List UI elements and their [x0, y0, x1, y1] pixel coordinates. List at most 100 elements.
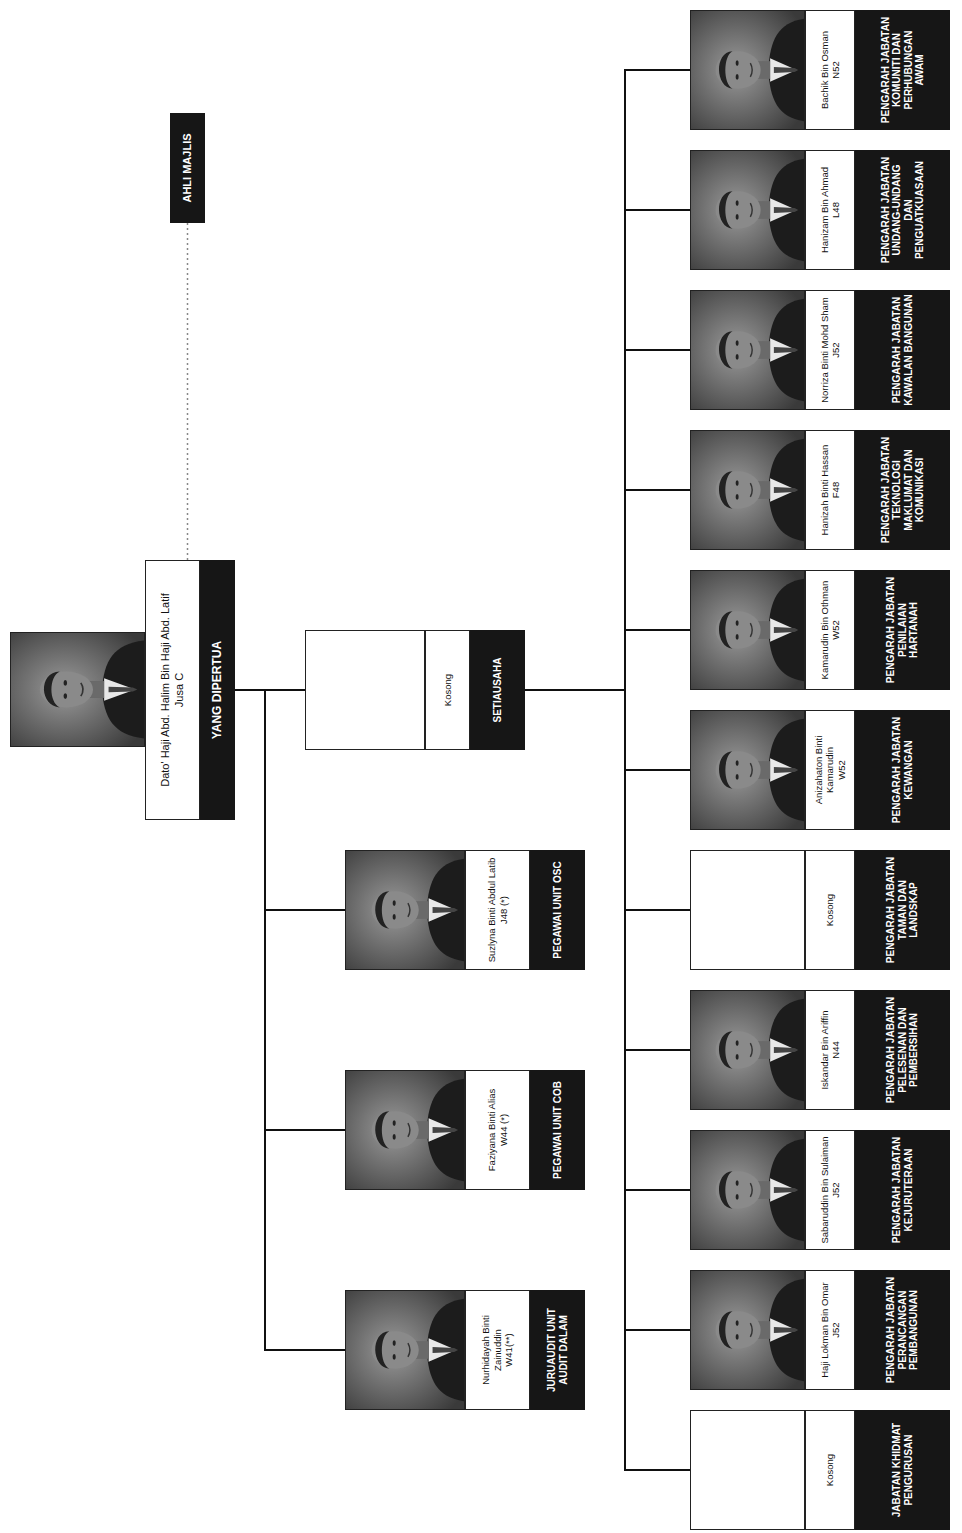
portrait-photo — [346, 1071, 464, 1189]
position-title-band: JABATAN KHIDMAT PENGURUSAN — [855, 1410, 950, 1530]
grade-code: W44 (*) — [498, 1114, 509, 1146]
grade-code: J52 — [830, 1322, 841, 1337]
name-box: Anizahaton Binti KamarudinW52 — [805, 710, 855, 830]
position-title-band: PENGARAH JABATAN KAWALAN BANGUNAN — [855, 290, 950, 410]
portrait-photo — [346, 851, 464, 969]
position-title-band: PENGARAH JABATAN KEJURUTERAAN — [855, 1130, 950, 1250]
position-title-band: PENGARAH JABATAN KEWANGAN — [855, 710, 950, 830]
portrait-photo — [691, 991, 804, 1109]
officer-name: Kosong — [824, 894, 835, 926]
position-title-band: JURUAUDIT UNIT AUDIT DALAM — [530, 1290, 585, 1410]
position-title: PENGARAH JABATAN KEWANGAN — [891, 714, 914, 826]
position-title-band: PENGARAH JABATAN PERANCANGAN PEMBANGUNAN — [855, 1270, 950, 1390]
council-band: AHLI MAJLIS — [170, 113, 205, 223]
hierarchy-connector — [525, 690, 690, 1470]
position-title: SETIAUSAHA — [492, 658, 504, 723]
position-title: PENGARAH JABATAN TAMAN DAN LANDSKAP — [885, 854, 920, 966]
officer-card: Kamarudin Bin OthmanW52PENGARAH JABATAN … — [690, 570, 950, 690]
hierarchy-connector — [235, 690, 345, 1130]
hierarchy-connector — [525, 70, 690, 690]
name-box: Iskandar Bin AriffinN44 — [805, 990, 855, 1110]
hierarchy-connector — [525, 690, 690, 1050]
officer-name: Norriza Binti Mohd Sham — [819, 297, 830, 403]
officer-card: Hanizah Binti HassanF48 PENGARAH JABATAN … — [690, 430, 950, 550]
position-title-band: PENGARAH JABATAN TEKNOLOGI MAKLUMAT DAN … — [855, 430, 950, 550]
portrait-frame — [690, 150, 805, 270]
name-box: Kosong — [805, 850, 855, 970]
position-title-band: YANG DIPERTUA — [200, 560, 235, 820]
position-title: PENGARAH JABATAN PELESENAN DAN PEMBERSIH… — [885, 994, 920, 1106]
hierarchy-connector — [525, 690, 690, 770]
empty-portrait-frame — [690, 850, 805, 970]
position-title: JURUAUDIT UNIT AUDIT DALAM — [546, 1294, 569, 1406]
officer-card: Nurhidayah Binti ZainuddinW41(**) JURUAUD… — [345, 1290, 585, 1410]
hierarchy-connector — [525, 630, 690, 690]
name-box: Suzlyna Binti Abdul LatibJ48 (*) — [465, 850, 530, 970]
grade-code: W52 — [836, 760, 847, 780]
position-title: YANG DIPERTUA — [211, 641, 225, 739]
empty-portrait-frame — [305, 630, 425, 750]
officer-name: Kosong — [442, 674, 453, 706]
officer-card: Iskandar Bin AriffinN44 PENGARAH JABATAN … — [690, 990, 950, 1110]
officer-name: Hanizah Binti Hassan — [819, 445, 830, 536]
grade-code: Jusa C — [173, 673, 186, 707]
officer-card: Bachik Bin OsmanN52 PENGARAH JABATAN KOMU… — [690, 10, 950, 130]
name-box: Bachik Bin OsmanN52 — [805, 10, 855, 130]
officer-card: Haji Lokman Bin OmarJ52 PENGARAH JABATAN … — [690, 1270, 950, 1390]
portrait-frame — [10, 633, 145, 748]
name-box: Hanizah Binti HassanF48 — [805, 430, 855, 550]
position-title: PENGARAH JABATAN TEKNOLOGI MAKLUMAT DAN … — [880, 434, 926, 546]
officer-name: Bachik Bin Osman — [819, 31, 830, 109]
position-title: PENGARAH JABATAN KOMUNITI DAN PERHUBUNGA… — [880, 14, 926, 126]
hierarchy-connector — [235, 689, 305, 691]
portrait-frame — [690, 1270, 805, 1390]
position-title: PENGARAH JABATAN KEJURUTERAAN — [891, 1134, 914, 1246]
officer-name: Hanizam Bin Ahmad — [819, 167, 830, 253]
grade-code: W41(**) — [503, 1333, 514, 1366]
hierarchy-connector — [235, 690, 345, 1350]
portrait-photo — [691, 11, 804, 129]
portrait-photo — [691, 1131, 804, 1249]
portrait-frame — [690, 570, 805, 690]
officer-card: Sabaruddin Bin SulaimanJ52 PENGARAH JABAT… — [690, 1130, 950, 1250]
portrait-photo — [11, 634, 144, 747]
grade-code: N52 — [830, 61, 841, 78]
portrait-frame — [345, 1070, 465, 1190]
name-box: Hanizam Bin AhmadL48 — [805, 150, 855, 270]
hierarchy-connector — [525, 490, 690, 690]
officer-card: Faziyana Binti AliasW44 (*) PEGAWAI UNIT … — [345, 1070, 585, 1190]
officer-name: Sabaruddin Bin Sulaiman — [819, 1136, 830, 1243]
officer-name: Iskandar Bin Ariffin — [819, 1010, 830, 1089]
portrait-frame — [690, 290, 805, 410]
officer-name: Faziyana Binti Alias — [486, 1089, 497, 1171]
position-title: PEGAWAI UNIT COB — [552, 1081, 564, 1179]
position-title: PEGAWAI UNIT OSC — [552, 861, 564, 958]
grade-code: J52 — [830, 342, 841, 357]
portrait-photo — [691, 1271, 804, 1389]
grade-code: N44 — [830, 1041, 841, 1058]
officer-name: Haji Lokman Bin Omar — [819, 1282, 830, 1378]
portrait-frame — [690, 1130, 805, 1250]
grade-code: J52 — [830, 1182, 841, 1197]
dotted-connector — [187, 223, 189, 560]
position-title-band: PENGARAH JABATAN TAMAN DAN LANDSKAP — [855, 850, 950, 970]
portrait-photo — [691, 571, 804, 689]
position-title-band: PEGAWAI UNIT OSC — [530, 850, 585, 970]
grade-code: F48 — [830, 482, 841, 498]
position-title: JABATAN KHIDMAT PENGURUSAN — [891, 1414, 914, 1526]
hierarchy-connector — [525, 210, 690, 690]
officer-name: Kosong — [824, 1454, 835, 1486]
portrait-frame — [690, 430, 805, 550]
portrait-photo — [691, 291, 804, 409]
portrait-frame — [690, 990, 805, 1110]
grade-code: W52 — [830, 620, 841, 640]
officer-card: Anizahaton Binti KamarudinW52 PENGARAH JA… — [690, 710, 950, 830]
officer-name: Suzlyna Binti Abdul Latib — [486, 858, 497, 963]
officer-card: Norriza Binti Mohd ShamJ52 PENGARAH JABAT… — [690, 290, 950, 410]
name-box: Kamarudin Bin OthmanW52 — [805, 570, 855, 690]
name-box: Nurhidayah Binti ZainuddinW41(**) — [465, 1290, 530, 1410]
officer-name: Dato' Haji Abd. Halim Bin Haji Abd. Lati… — [159, 593, 172, 786]
portrait-frame — [345, 850, 465, 970]
portrait-frame — [345, 1290, 465, 1410]
